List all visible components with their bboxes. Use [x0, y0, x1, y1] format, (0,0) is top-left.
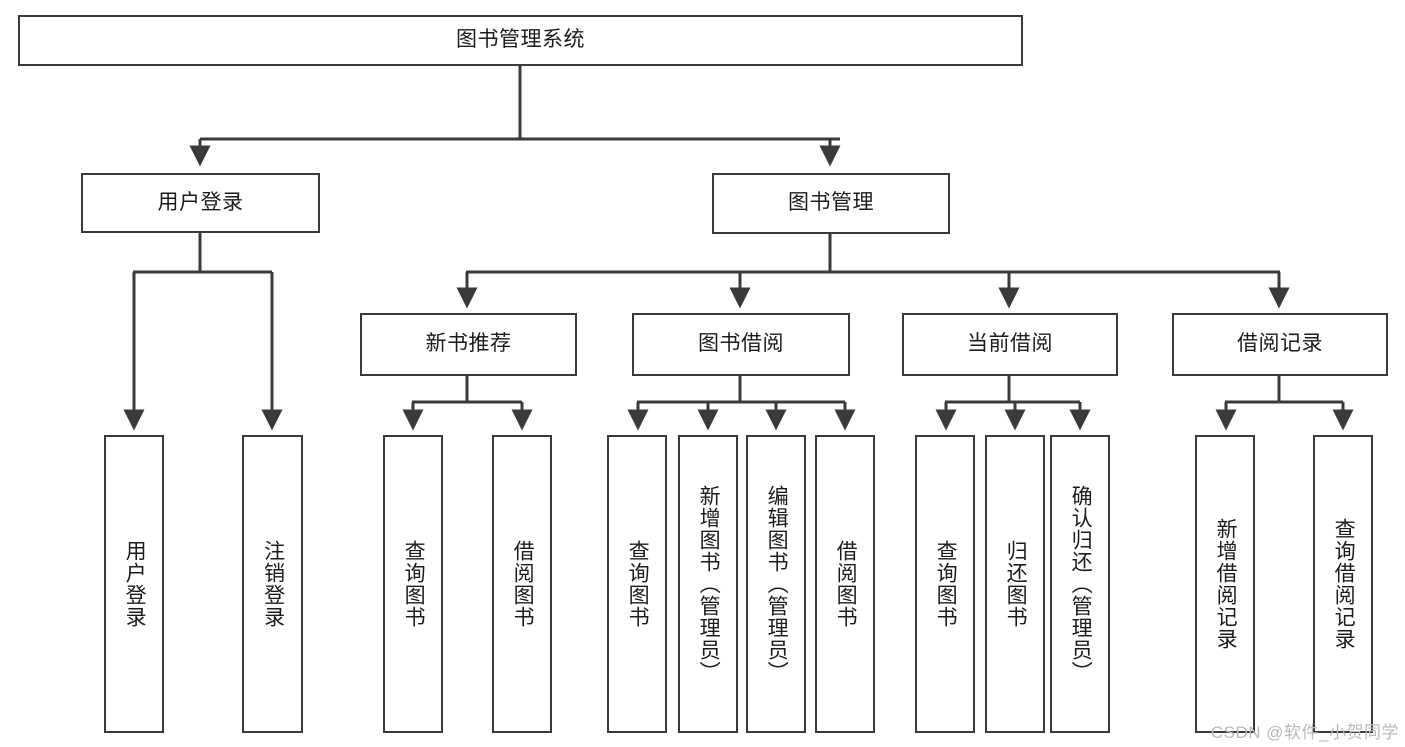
node-borrow-record-label: 借阅记录 [1237, 332, 1323, 356]
node-leaf-add-borrow-record-label: 新增借阅记录 [1214, 518, 1238, 650]
node-leaf-current-query-book[interactable]: 查询图书 [915, 435, 975, 733]
node-root[interactable]: 图书管理系统 [18, 15, 1023, 66]
node-leaf-edit-book-admin-label: 编辑图书（管理员） [765, 485, 789, 683]
node-root-label: 图书管理系统 [456, 28, 585, 52]
node-new-book-recommend-label: 新书推荐 [425, 332, 512, 356]
node-leaf-recommend-borrow-book[interactable]: 借阅图书 [492, 435, 552, 733]
node-leaf-edit-book-admin[interactable]: 编辑图书（管理员） [746, 435, 806, 733]
node-current-borrow-label: 当前借阅 [967, 332, 1053, 356]
node-leaf-borrow-borrow-book-label: 借阅图书 [834, 540, 858, 628]
node-book-borrow[interactable]: 图书借阅 [632, 313, 850, 376]
node-book-borrow-label: 图书借阅 [698, 332, 784, 356]
node-leaf-recommend-borrow-book-label: 借阅图书 [511, 540, 535, 628]
node-leaf-add-borrow-record[interactable]: 新增借阅记录 [1195, 435, 1255, 733]
node-leaf-confirm-return-admin-label: 确认归还（管理员） [1069, 485, 1093, 683]
node-leaf-confirm-return-admin[interactable]: 确认归还（管理员） [1050, 435, 1110, 733]
node-leaf-recommend-query-book-label: 查询图书 [402, 540, 426, 628]
node-leaf-add-book-admin[interactable]: 新增图书（管理员） [678, 435, 738, 733]
node-leaf-query-borrow-record[interactable]: 查询借阅记录 [1313, 435, 1373, 733]
node-borrow-record[interactable]: 借阅记录 [1172, 313, 1388, 376]
watermark: CSDN @软件_小贺同学 [1210, 723, 1399, 742]
node-leaf-borrow-borrow-book[interactable]: 借阅图书 [815, 435, 875, 733]
node-leaf-return-book-label: 归还图书 [1004, 540, 1028, 628]
node-leaf-logout[interactable]: 注销登录 [242, 435, 303, 733]
node-new-book-recommend[interactable]: 新书推荐 [360, 313, 577, 376]
node-leaf-borrow-query-book-label: 查询图书 [626, 540, 650, 628]
node-leaf-user-login[interactable]: 用户登录 [104, 435, 164, 733]
node-leaf-current-query-book-label: 查询图书 [934, 540, 958, 628]
node-book-manage-label: 图书管理 [788, 191, 874, 215]
node-leaf-query-borrow-record-label: 查询借阅记录 [1332, 518, 1356, 650]
node-leaf-return-book[interactable]: 归还图书 [985, 435, 1045, 733]
node-leaf-add-book-admin-label: 新增图书（管理员） [697, 485, 721, 683]
node-book-manage[interactable]: 图书管理 [712, 173, 950, 234]
node-leaf-recommend-query-book[interactable]: 查询图书 [383, 435, 443, 733]
node-leaf-borrow-query-book[interactable]: 查询图书 [607, 435, 667, 733]
node-user-login-label: 用户登录 [157, 190, 244, 214]
node-current-borrow[interactable]: 当前借阅 [902, 313, 1118, 376]
node-leaf-logout-label: 注销登录 [261, 540, 285, 628]
node-leaf-user-login-label: 用户登录 [123, 540, 147, 628]
node-user-login[interactable]: 用户登录 [81, 173, 320, 233]
